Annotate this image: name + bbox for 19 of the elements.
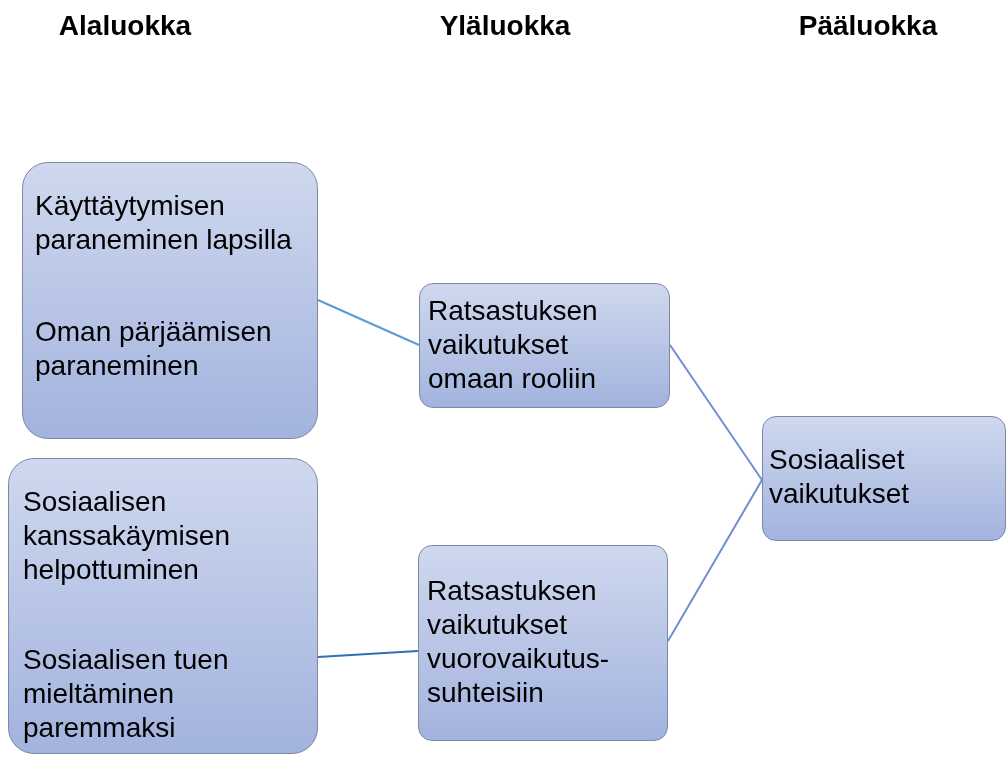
category-box — [8, 458, 318, 754]
category-text: Ratsastuksen vaikutukset vuorovaikutus- suhteisiin — [427, 574, 611, 710]
category-text: Oman pärjäämisen paraneminen — [35, 315, 273, 383]
category-text: Sosiaaliset vaikutukset — [769, 443, 911, 511]
connector-line — [317, 650, 419, 658]
column-heading: Yläluokka — [439, 10, 571, 42]
category-text: Ratsastuksen vaikutukset omaan rooliin — [428, 294, 599, 396]
category-text: Sosiaalisen kanssakäymisen helpottuminen — [23, 485, 231, 587]
connector-line — [317, 299, 420, 346]
column-heading: Alaluokka — [58, 10, 192, 42]
category-box — [419, 283, 670, 408]
category-box — [762, 416, 1006, 541]
category-text: Sosiaalisen tuen mieltäminen paremmaksi — [23, 643, 230, 745]
category-box — [22, 162, 318, 439]
category-box — [418, 545, 668, 741]
connector-line — [667, 479, 763, 642]
column-heading: Pääluokka — [798, 10, 938, 42]
connector-line — [669, 344, 763, 481]
category-text: Käyttäytymisen paraneminen lapsilla — [35, 189, 293, 257]
